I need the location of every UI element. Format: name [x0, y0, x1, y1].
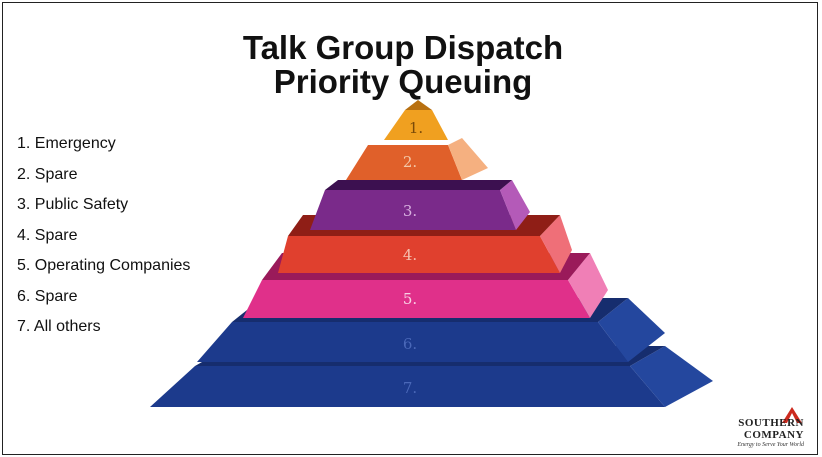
level-6-face: [197, 322, 628, 362]
level-2-label: 2.: [403, 153, 417, 171]
pyramid-level-1: 1.: [384, 100, 448, 140]
slide-title: Talk Group Dispatch Priority Queuing: [143, 31, 663, 99]
logo-line-2: COMPANY: [743, 429, 804, 441]
level-5-face: [243, 280, 590, 318]
level-5-side: [568, 253, 608, 318]
title-line-1: Talk Group Dispatch: [242, 29, 564, 66]
level-7-side: [630, 346, 713, 407]
level-5-label: 5.: [403, 290, 417, 308]
level-1-face: [384, 110, 448, 140]
logo-tagline: Energy to Serve Your World: [737, 442, 804, 448]
level-3-label: 3.: [403, 202, 417, 220]
level-1-label: 1.: [409, 119, 423, 137]
logo-triangle-icon: [782, 407, 802, 423]
level-1-side: [405, 100, 432, 110]
legend-item-1: 1. Emergency: [17, 135, 116, 152]
level-4-label: 4.: [403, 246, 417, 264]
logo-line-1: SOUTHERN: [738, 417, 804, 429]
level-4-face: [278, 236, 560, 273]
level-3-side: [500, 180, 530, 230]
title-line-2: Priority Queuing: [273, 63, 533, 100]
level-2-side: [448, 138, 488, 180]
legend-item-7: 7. All others: [17, 318, 101, 335]
level-3-top: [325, 180, 512, 190]
southern-company-logo: SOUTHERN COMPANY Energy to Serve Your Wo…: [680, 407, 808, 451]
legend-item-6: 6. Spare: [17, 287, 78, 305]
legend-item-5: 5. Operating Companies: [17, 257, 191, 274]
level-7-face: [150, 366, 665, 407]
level-6-label: 6.: [403, 335, 417, 353]
level-2-face: [346, 145, 462, 180]
legend-item-3: 3. Public Safety: [17, 196, 129, 213]
level-4-side: [540, 215, 572, 273]
pyramid-level-2: 2.: [346, 138, 488, 180]
level-6-side: [598, 298, 665, 362]
legend-item-2: 2. Spare: [17, 165, 78, 183]
level-7-label: 7.: [403, 379, 417, 397]
pyramid-level-3: 3.: [310, 180, 530, 230]
legend-item-4: 4. Spare: [17, 226, 78, 244]
priority-legend: 1. Emergency 2. Spare 3. Public Safety 4…: [17, 129, 190, 343]
level-3-face: [310, 190, 516, 230]
